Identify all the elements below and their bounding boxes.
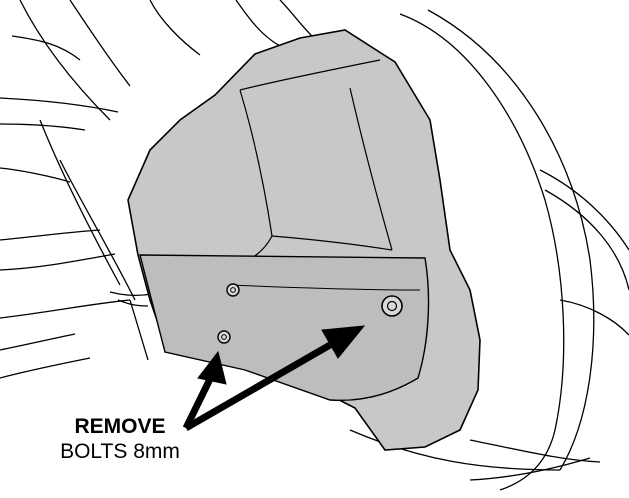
tire-contours <box>279 0 629 491</box>
lower-cover-edge <box>229 284 421 291</box>
left-structure-lines <box>0 0 281 379</box>
bolt-upper-left <box>226 283 240 297</box>
remove-bolts-callout: REMOVE BOLTS 8mm <box>30 416 210 462</box>
pointer-arrows <box>182 325 366 432</box>
callout-action-label: REMOVE <box>74 415 166 438</box>
bolt-lower-left <box>217 330 231 344</box>
callout-detail-label: BOLTS 8mm <box>60 440 180 463</box>
bolt-right <box>381 295 403 317</box>
lower-cover-plate <box>139 254 430 402</box>
